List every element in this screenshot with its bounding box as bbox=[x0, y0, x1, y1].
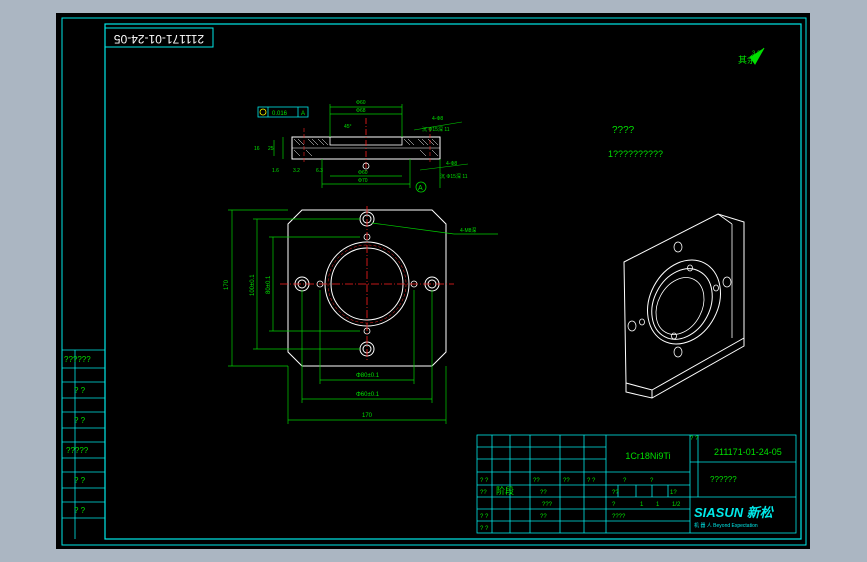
dim-section-r2: 3.2 bbox=[293, 168, 300, 174]
dim-section-left: 25 bbox=[268, 146, 274, 152]
svg-text:??: ?? bbox=[540, 514, 547, 520]
dim-section-angle: 45° bbox=[344, 124, 352, 130]
datum-label: A bbox=[418, 185, 423, 192]
title-drawing-number: 211171-01-24-05 bbox=[714, 447, 782, 457]
svg-text:? ?: ? ? bbox=[480, 514, 489, 520]
sidebar-label-3: ????? bbox=[66, 446, 89, 455]
svg-text:?: ? bbox=[650, 478, 654, 484]
title-stage-label: 阶段 bbox=[496, 485, 514, 496]
callout-b-line2: 沉 Φ15深 11 bbox=[440, 173, 468, 180]
plan-dimensions bbox=[228, 209, 498, 424]
company-sub: 机 器 人 Beyond Expectation bbox=[694, 522, 758, 529]
sidebar-label-1: ? ? bbox=[74, 386, 86, 395]
notes-line-1: 1?????????? bbox=[608, 149, 663, 159]
svg-text:? ?: ? ? bbox=[480, 526, 489, 532]
dim-section-r1: 1.6 bbox=[272, 168, 279, 174]
company-logo: SIASUN 新松 bbox=[694, 505, 775, 520]
title-material: 1Cr18Ni9Ti bbox=[625, 451, 670, 461]
dim-section-bottom2: Φ70 bbox=[358, 178, 368, 184]
inner-frame bbox=[104, 23, 802, 540]
dim-section-bottom1: Φ60 bbox=[358, 170, 368, 176]
sidebar-label-2: ? ? bbox=[74, 416, 86, 425]
title-scale-label: ? ? bbox=[690, 436, 699, 442]
svg-text:1/2: 1/2 bbox=[672, 502, 681, 508]
svg-text:1?: 1? bbox=[670, 490, 677, 496]
plan-view bbox=[280, 206, 454, 367]
notes-title: ???? bbox=[612, 125, 635, 136]
position-tolerance-icon bbox=[259, 108, 267, 116]
sidebar-boxes bbox=[62, 349, 105, 539]
roughness-text: 其余 bbox=[738, 54, 756, 65]
dim-width-hole2: Φ60±0.1 bbox=[356, 392, 380, 398]
dim-height-hole2: 80±0.1 bbox=[266, 275, 272, 294]
rotated-code: 211171-01-24-05 bbox=[114, 32, 205, 46]
tolerance-frame bbox=[257, 106, 309, 118]
section-view bbox=[291, 118, 441, 172]
outer-frame bbox=[61, 17, 807, 546]
isometric-view bbox=[623, 213, 745, 399]
drawing-sheet[interactable] bbox=[56, 13, 810, 549]
svg-text:???: ??? bbox=[542, 502, 553, 508]
dim-height-outer: 170 bbox=[224, 279, 230, 290]
dim-section-r3: 6.3 bbox=[316, 168, 323, 174]
title-part-name: ?????? bbox=[710, 475, 737, 484]
roughness-value: 3.2 bbox=[752, 51, 761, 57]
callout-b-line1: 4-Φ8 bbox=[446, 161, 457, 167]
svg-text:??: ?? bbox=[480, 490, 487, 496]
tolerance-value: 0.016 bbox=[272, 111, 288, 117]
section-dimensions bbox=[273, 104, 441, 188]
dim-section-top: Φ60 bbox=[356, 100, 366, 106]
rotated-code-box bbox=[104, 27, 214, 48]
dim-width-hole1: Φ80±0.1 bbox=[356, 373, 380, 379]
sidebar-label-0: ?????? bbox=[64, 355, 91, 364]
callout-a-line2: 沉 Φ15深 11 bbox=[422, 126, 450, 133]
callout-holes: 4-M8深 bbox=[460, 227, 476, 234]
svg-text:? ?: ? ? bbox=[587, 478, 596, 484]
sidebar-label-5: ? ? bbox=[74, 506, 86, 515]
dim-section-thickness: 16 bbox=[254, 146, 260, 152]
svg-text:??: ?? bbox=[563, 478, 570, 484]
svg-text:?: ? bbox=[623, 478, 627, 484]
dim-height-hole1: 100±0.1 bbox=[250, 274, 256, 296]
callout-a-line1: 4-Φ8 bbox=[432, 116, 443, 122]
sidebar-label-4: ? ? bbox=[74, 476, 86, 485]
title-block-grid bbox=[476, 434, 797, 534]
svg-text:????: ???? bbox=[612, 514, 626, 520]
datum-circle-icon bbox=[415, 181, 427, 193]
svg-text:??: ?? bbox=[612, 490, 619, 496]
title-cells: ? ? ?? ?? ? ? ? ? ?? ?? ?? 1? ??? ? ? ? … bbox=[480, 478, 681, 532]
roughness-icon bbox=[749, 47, 765, 65]
svg-text:1: 1 bbox=[640, 502, 644, 508]
svg-text:? ?: ? ? bbox=[480, 478, 489, 484]
dim-section-mid: Φ68 bbox=[356, 108, 366, 114]
svg-text:?: ? bbox=[612, 502, 616, 508]
svg-text:1: 1 bbox=[656, 502, 660, 508]
dim-width-outer: 170 bbox=[362, 413, 373, 419]
svg-text:??: ?? bbox=[533, 478, 540, 484]
tolerance-datum: A bbox=[301, 111, 305, 117]
svg-text:??: ?? bbox=[540, 490, 547, 496]
